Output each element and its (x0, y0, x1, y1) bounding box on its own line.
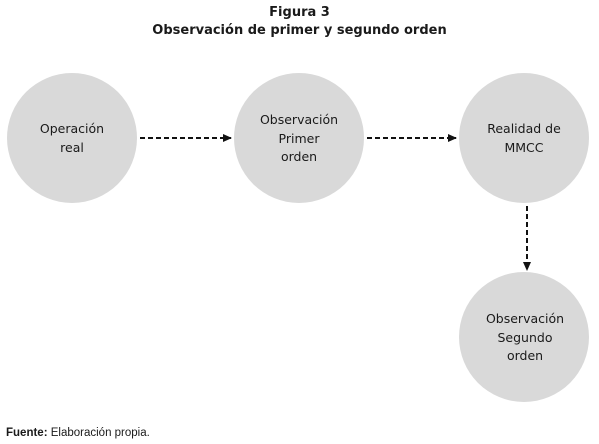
figure-heading: Figura 3 Observación de primer y segundo… (0, 4, 599, 40)
node-label-operacion-real: Operación real (12, 120, 132, 157)
node-circle-realidad-mmcc (459, 73, 589, 203)
node-circle-observacion-segundo-orden (459, 272, 589, 402)
node-label-line: MMCC (504, 139, 544, 155)
node-circle-operacion-real (7, 73, 137, 203)
figure-number: Figura 3 (269, 5, 330, 20)
source-label: Fuente: (6, 427, 48, 439)
source-note: Fuente: Elaboración propia. (6, 426, 150, 440)
node-label-observacion-primer-orden: Observación Primer orden (239, 111, 359, 167)
node-label-line: Observación (259, 112, 339, 127)
node-label-line: real (60, 139, 84, 155)
node-label-line: Realidad de (487, 121, 561, 136)
figure-title: Observación de primer y segundo orden (152, 23, 447, 38)
node-label-line: orden (506, 348, 544, 363)
node-label-realidad-mmcc: Realidad de MMCC (464, 120, 584, 157)
node-label-line: Operación (39, 121, 105, 136)
node-label-line: orden (280, 149, 318, 164)
node-label-line: Observación (485, 311, 565, 326)
node-label-line: Segundo (497, 329, 553, 345)
node-label-line: Primer (278, 130, 320, 146)
node-label-observacion-segundo-orden: Observación Segundo orden (465, 310, 585, 366)
node-circle-observacion-primer-orden (234, 73, 364, 203)
source-text: Elaboración propia. (50, 427, 150, 439)
